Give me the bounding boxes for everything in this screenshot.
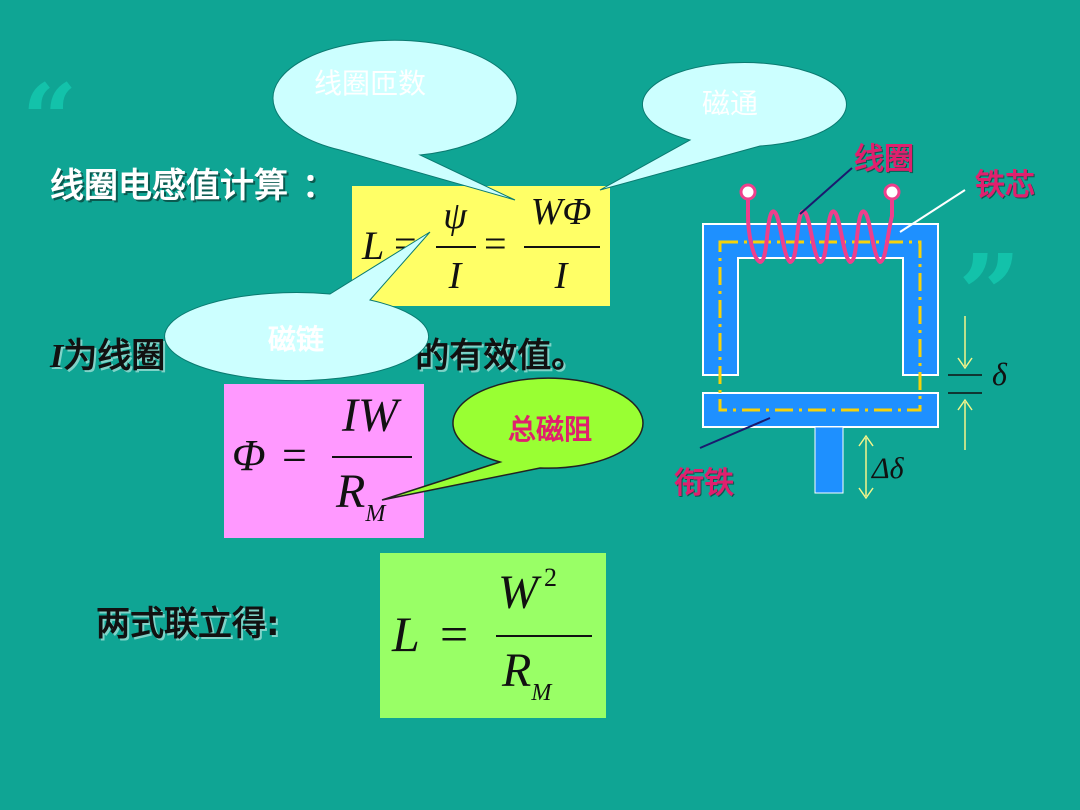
callout-flux-label: 磁通 — [701, 87, 758, 120]
formula3-num-sup: 2 — [543, 563, 557, 592]
coil-leader — [799, 167, 853, 215]
coil-terminal-right — [883, 183, 901, 201]
formula3-num: W — [498, 566, 538, 619]
formula1-frac1-num: ψ — [443, 195, 467, 237]
delta-gap-label: Δδ — [872, 452, 904, 485]
callout-linkage-label: 磁链 — [267, 323, 324, 356]
formula3-eq: = — [440, 606, 469, 662]
coil-shape — [746, 194, 894, 265]
core-leader — [899, 189, 966, 233]
current-description: I为线圈的有效值。 — [50, 336, 586, 376]
formula1-eq1: = — [394, 221, 417, 266]
coil-terminal-left — [739, 183, 757, 201]
armature-leader — [699, 417, 771, 449]
formula2-den-sub: M — [365, 501, 386, 527]
flux-path — [718, 240, 922, 412]
formula2-den: R — [336, 465, 366, 518]
close-quote-icon: ” — [958, 230, 1022, 359]
formula-inductance-box: L = ψ I = WΦ I — [352, 186, 610, 306]
formula2-lhs: Φ — [232, 431, 266, 480]
coil-label: 线圈 — [854, 142, 914, 177]
core-label: 铁芯 — [975, 168, 1035, 203]
formula1-frac2-num: WΦ — [530, 191, 592, 233]
formula2-eq: = — [282, 431, 307, 480]
page-title: 线圈电感值计算： — [50, 166, 336, 206]
armature-label: 衔铁 — [674, 466, 734, 501]
formula3-lhs: L — [392, 606, 420, 662]
formula2-num: IW — [342, 389, 398, 442]
armature-stem — [814, 426, 844, 494]
formula3-den-sub: M — [531, 680, 552, 706]
gap-label: δ — [992, 356, 1007, 392]
armature-shape — [702, 392, 939, 428]
callout-turns-label: 线圈匝数 — [313, 67, 426, 100]
combined-label: 两式联立得: — [96, 604, 280, 644]
formula1-frac2-den: I — [554, 255, 568, 297]
core-shape — [702, 223, 939, 376]
open-quote-icon: “ — [22, 63, 78, 176]
callout-reluctance-label: 总磁阻 — [507, 413, 592, 446]
formula1-frac1-den: I — [448, 255, 462, 297]
formula-flux-box: Φ = IW RM — [224, 384, 424, 538]
formula1-lhs: L — [362, 223, 385, 268]
formula1-eq2: = — [484, 221, 507, 266]
formula3-den: R — [502, 644, 532, 697]
